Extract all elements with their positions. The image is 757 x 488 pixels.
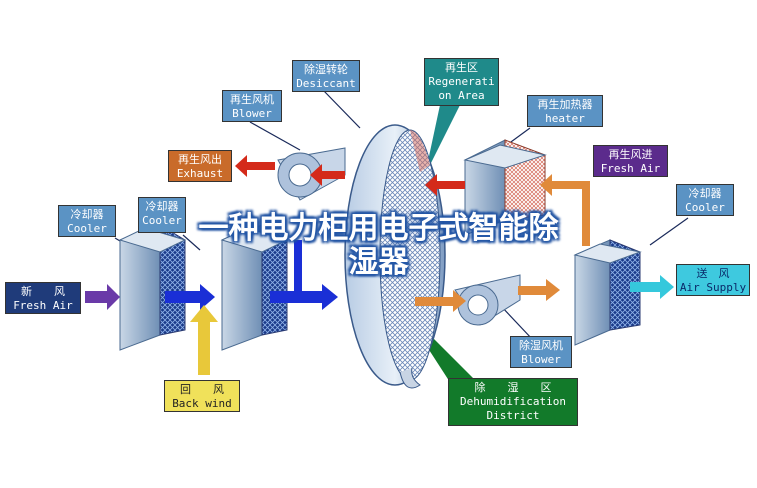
- label-cooler-left-en: Cooler: [67, 222, 107, 235]
- label-regen-area-en2: on Area: [438, 89, 485, 102]
- label-regen-blower-cn: 再生风机: [230, 93, 274, 106]
- label-regen-fresh-air: 再生风进 Fresh Air: [593, 145, 668, 177]
- label-regen-fresh-air-cn: 再生风进: [608, 148, 653, 161]
- leader-lines: [114, 89, 689, 341]
- label-back-wind-cn: 回 风: [180, 383, 224, 396]
- label-cooler-right-cn: 冷却器: [688, 187, 722, 200]
- overlay-title-line1: 一种电力柜用电子式智能除: [198, 211, 559, 246]
- cooler-left-unit: [118, 224, 187, 351]
- arrows: [85, 155, 674, 375]
- label-regen-exhaust: 再生风出 Exhaust: [168, 150, 232, 182]
- label-regen-fresh-air-en: Fresh Air: [600, 162, 661, 175]
- label-regeneration-area: 再生区 Regenerati on Area: [424, 58, 499, 106]
- label-back-wind: 回 风 Back wind: [164, 380, 240, 412]
- label-cooler-mid-en: Cooler: [142, 214, 182, 227]
- label-cooler-left: 冷却器 Cooler: [58, 205, 116, 237]
- label-cooler-right-en: Cooler: [685, 201, 725, 214]
- label-air-supply-en: Air Supply: [679, 281, 747, 294]
- label-regen-area-cn: 再生区: [445, 61, 478, 74]
- overlay-title: 一种电力柜用电子式智能除 湿器: [0, 212, 757, 280]
- label-back-wind-en: Back wind: [172, 397, 232, 410]
- dehum-blower-unit: [454, 274, 521, 326]
- cooler-right-unit: [573, 239, 642, 346]
- label-regen-blower: 再生风机 Blower: [222, 90, 282, 122]
- label-regen-heater-en: heater: [545, 112, 585, 125]
- label-regen-heater: 再生加热器 heater: [527, 95, 603, 127]
- label-fresh-air-cn: 新 风: [21, 285, 65, 298]
- label-air-supply: 送 风 Air Supply: [676, 264, 750, 296]
- label-desiccant: 除湿转轮 Desiccant: [292, 60, 360, 92]
- label-cooler-left-cn: 冷却器: [70, 208, 104, 221]
- label-regen-blower-en: Blower: [232, 107, 272, 120]
- label-regen-exhaust-en: Exhaust: [176, 167, 224, 180]
- label-fresh-air: 新 风 Fresh Air: [5, 282, 81, 314]
- label-dehum-district-cn: 除 湿 区: [474, 381, 552, 394]
- overlay-title-line2: 湿器: [348, 245, 409, 280]
- label-cooler-mid-cn: 冷却器: [145, 200, 179, 213]
- label-cooler-mid: 冷却器 Cooler: [138, 197, 186, 233]
- label-desiccant-cn: 除湿转轮: [304, 63, 348, 76]
- label-regen-area-en1: Regenerati: [428, 75, 495, 88]
- label-air-supply-cn: 送 风: [696, 267, 730, 280]
- cooler-mid-unit: [220, 224, 289, 351]
- label-dehum-blower: 除湿风机 Blower: [510, 336, 572, 368]
- label-regen-heater-cn: 再生加热器: [537, 98, 593, 111]
- label-dehumidification-district: 除 湿 区 Dehumidification District: [448, 378, 578, 426]
- label-dehum-blower-en: Blower: [521, 353, 561, 366]
- label-regen-exhaust-cn: 再生风出: [178, 153, 222, 166]
- label-desiccant-en: Desiccant: [296, 77, 356, 90]
- desiccant-wheel: [344, 124, 446, 389]
- regeneration-area-pointer: [425, 105, 460, 175]
- label-dehum-blower-cn: 除湿风机: [519, 339, 563, 352]
- label-dehum-district-en1: Dehumidification: [460, 395, 566, 408]
- label-cooler-right: 冷却器 Cooler: [676, 184, 734, 216]
- label-fresh-air-en: Fresh Air: [13, 299, 73, 312]
- heater-unit: [463, 139, 547, 236]
- label-dehum-district-en2: District: [486, 409, 540, 422]
